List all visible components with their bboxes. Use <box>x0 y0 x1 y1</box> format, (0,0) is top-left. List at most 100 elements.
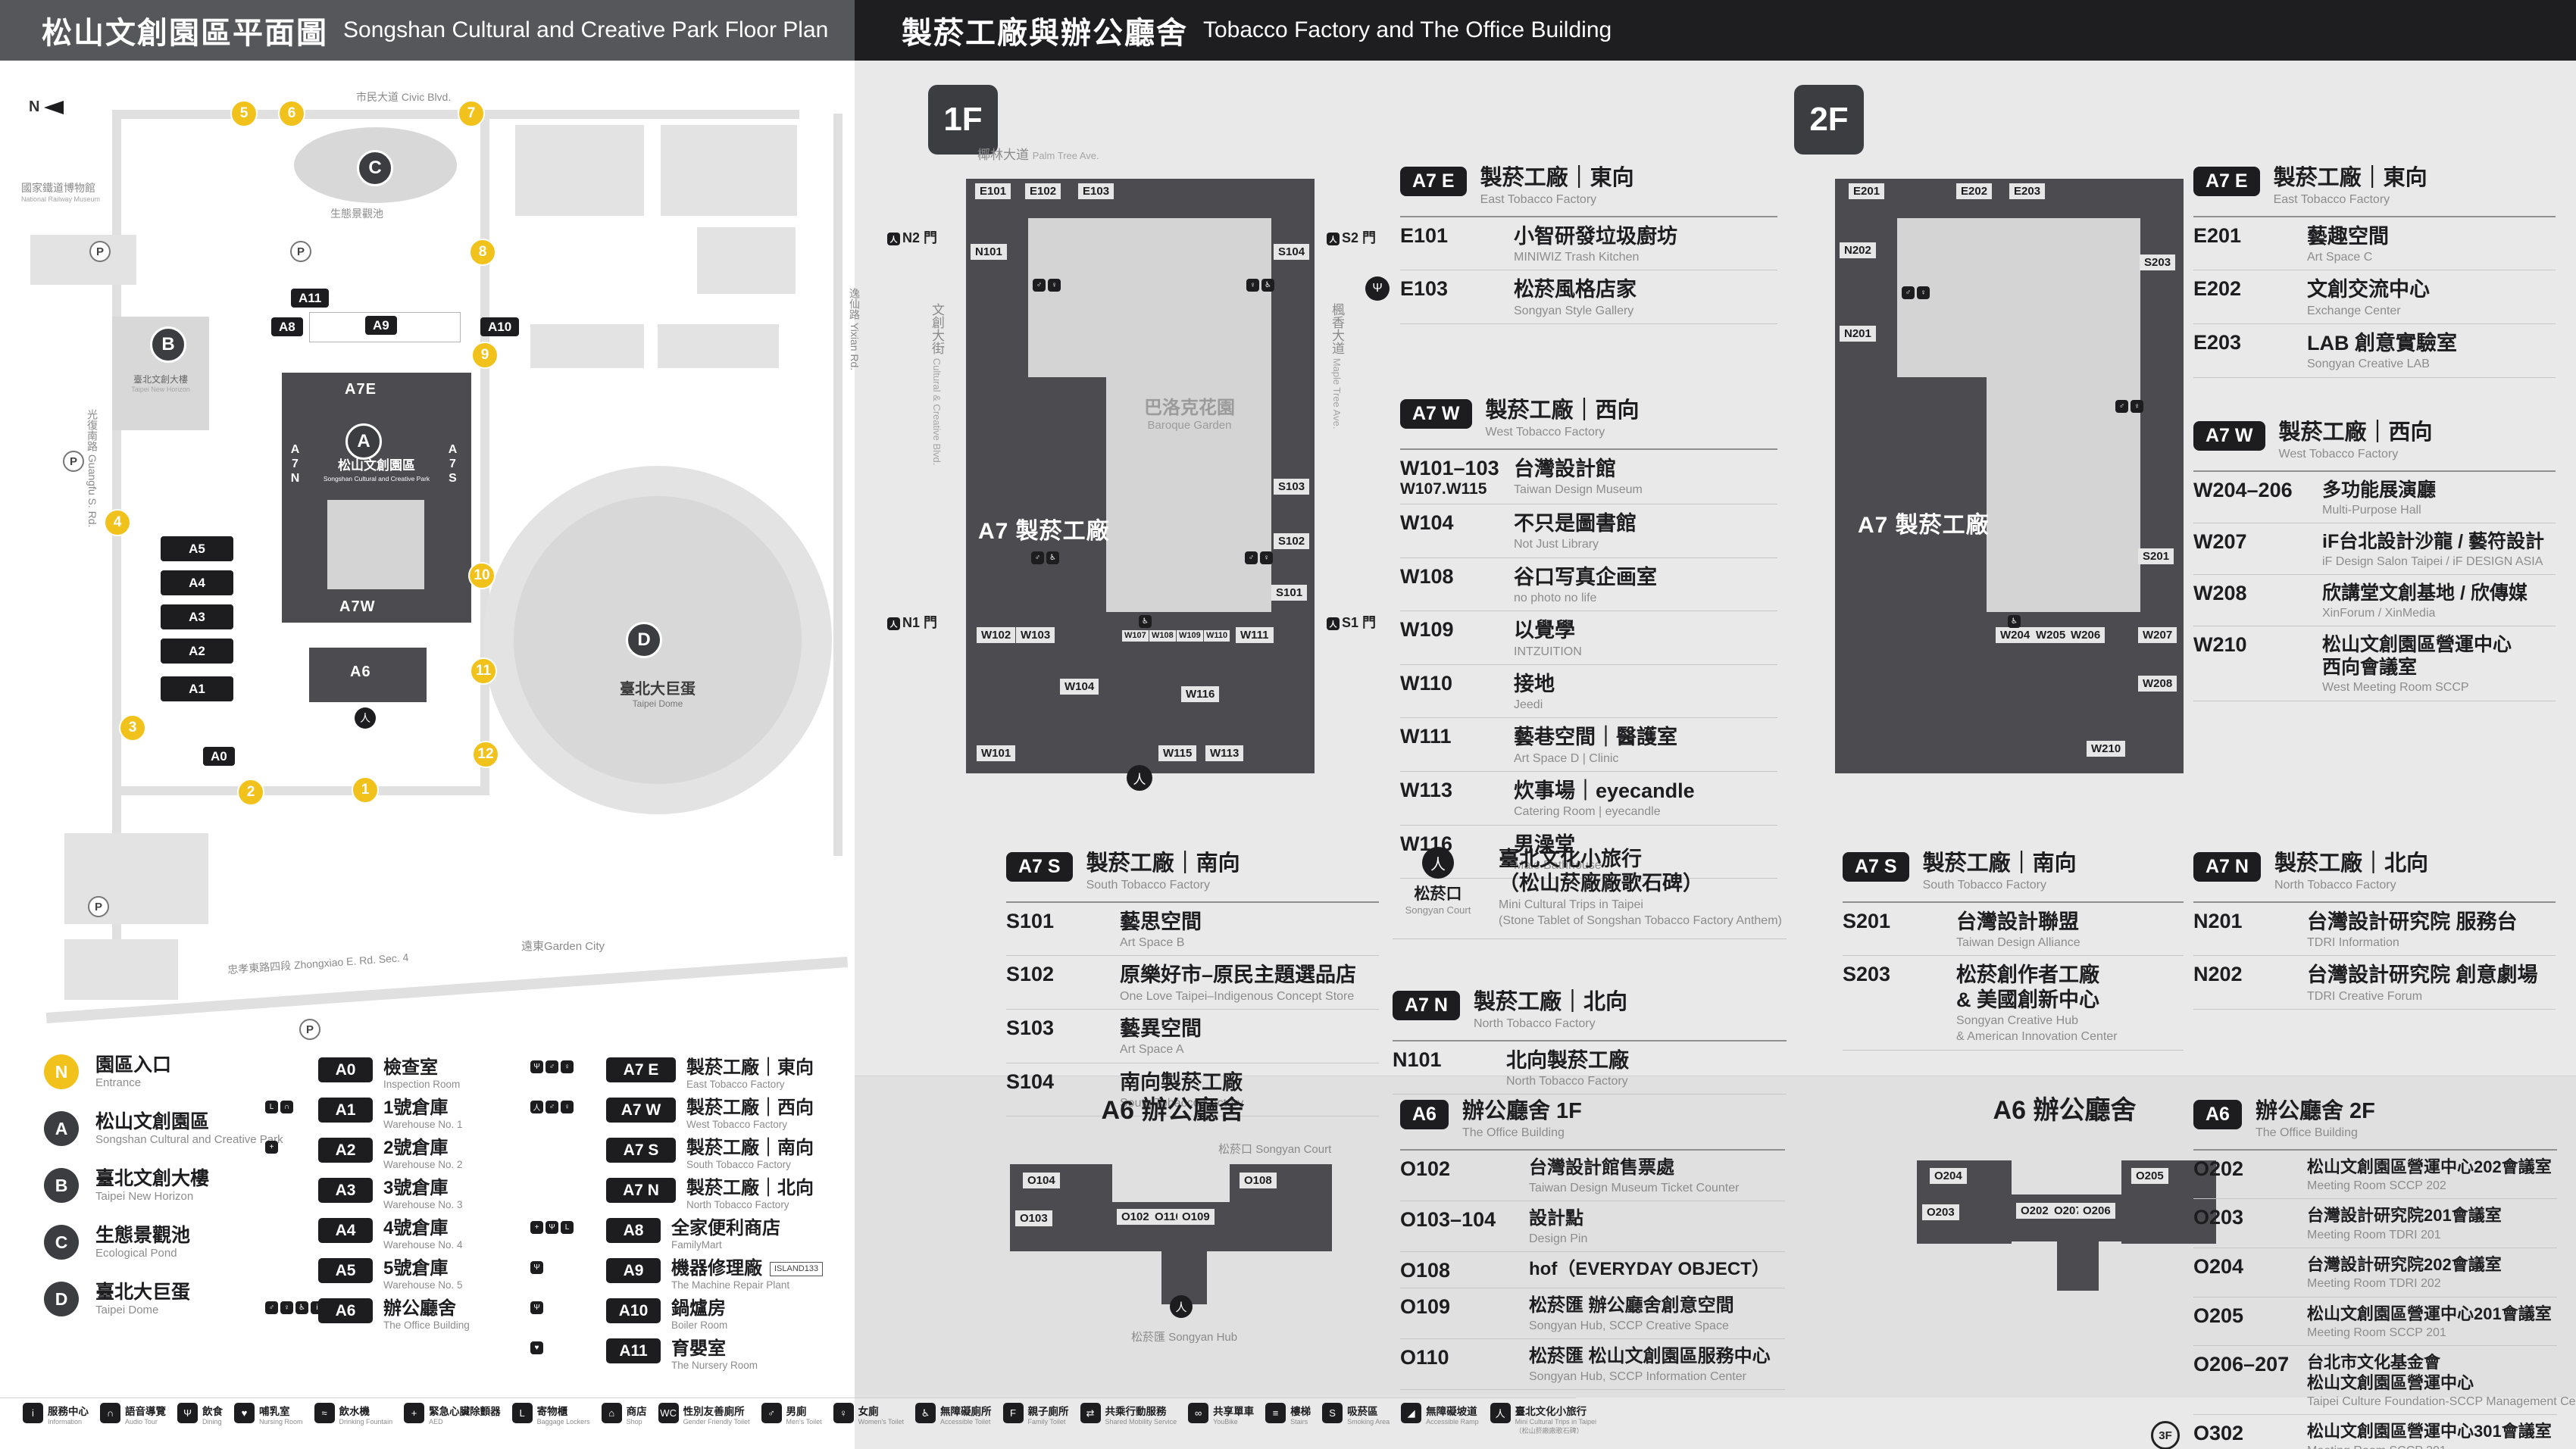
entrance-marker-9: 9 <box>471 342 499 369</box>
room-name-en: Design Pin <box>1529 1232 1588 1245</box>
dining-icon: Ψ <box>1365 276 1390 301</box>
entrance-marker-5: 5 <box>230 100 258 127</box>
map-block-a3: A3 <box>161 604 233 629</box>
legend-zh: 3號倉庫 <box>383 1178 449 1198</box>
family-toilet-icon: F <box>1002 1403 1024 1423</box>
plan-room-s102: S102 <box>1274 533 1310 549</box>
sccp-map-zh: 松山文創園區 <box>338 458 415 473</box>
section-badge-a7s: A7 S <box>1843 852 1909 882</box>
section-badge-a7n: A7 N <box>2193 852 2261 882</box>
plan-room-s201: S201 <box>2138 548 2174 564</box>
facility-icons: ♂♀ <box>1245 551 1273 564</box>
legend-zh: 製菸工廠｜南向 <box>686 1138 814 1158</box>
section-badge-a6: A6 <box>2193 1100 2242 1129</box>
facility-icons: ♂♀ <box>2115 400 2143 413</box>
room-name-zh: 台灣設計研究院 服務台 <box>2307 910 2518 933</box>
facility-en: Accessible Toilet <box>940 1418 991 1426</box>
songyan-hub-map-label: 松菸匯 Songyan Hub <box>1131 1329 1237 1344</box>
room-name-zh: 松山文創園區營運中心301會議室 <box>2307 1422 2552 1441</box>
room-name-en: INTZUITION <box>1514 645 1582 658</box>
room-name-en: One Love Taipei–Indigenous Concept Store <box>1120 989 1355 1003</box>
section-divider <box>1400 448 1777 450</box>
new-horizon-zh: 臺北文創大樓 <box>133 374 188 385</box>
songyan-court-text: 臺北文化小旅行 （松山菸廠廠歌石碑） Mini Cultural Trips i… <box>1499 847 1782 928</box>
railway-museum-en: National Railway Museum <box>21 195 101 203</box>
plan-room-s101: S101 <box>1271 585 1308 601</box>
city-block <box>515 125 644 216</box>
room-code: O302 <box>2193 1422 2244 1445</box>
entrance-marker-2: 2 <box>237 779 264 806</box>
gender-friendly-toilet-icon: WC <box>658 1403 679 1423</box>
dome-label: 臺北大巨蛋 Taipei Dome <box>582 676 733 709</box>
legend-badge-a9: A9 <box>606 1258 661 1283</box>
room-name-zh: 多功能展演廳 <box>2322 479 2437 501</box>
facility-en: Drinking Fountain <box>339 1418 393 1426</box>
songyan-court-icon-group: 人 松菸口 Songyan Court <box>1393 847 1483 928</box>
plan-room-n201: N201 <box>1840 326 1876 342</box>
section-badge-a7w: A7 W <box>2193 421 2265 451</box>
legend-badge-a10: A10 <box>606 1298 661 1323</box>
room-name-en: iF Design Salon Taipei / iF DESIGN ASIA <box>2322 555 2543 569</box>
mens-toilet-icon: ♂ <box>1902 286 1915 299</box>
legend-zh: 4號倉庫 <box>383 1218 449 1238</box>
section-title-zh: 製菸工廠｜南向 <box>1922 851 2077 876</box>
facility-zh: 臺北文化小旅行 <box>1515 1406 1587 1417</box>
parking-marker: P <box>299 1019 320 1040</box>
room-name-zh: 藝巷空間｜醫護室 <box>1514 726 1677 749</box>
room-code: W210 <box>2193 633 2247 657</box>
street-label-civic-blvd: 市民大道 Civic Blvd. <box>356 91 452 103</box>
map-block-a6: A6 <box>350 664 371 680</box>
legend-en: Ecological Pond <box>95 1246 177 1260</box>
facility-zh: 語音導覽 <box>125 1406 166 1417</box>
legend-badge-a4: A4 <box>318 1218 373 1243</box>
railway-museum-zh: 國家鐵道博物館 <box>21 182 95 194</box>
room-code: N202 <box>2193 963 2243 986</box>
street-palm-tree-ave: 椰林大道 Palm Tree Ave. <box>977 144 1099 163</box>
room-name-zh: 台灣設計館售票處 <box>1529 1157 1674 1178</box>
legend-badge-a11: A11 <box>606 1338 661 1363</box>
facility-en: Women's Toilet <box>858 1418 905 1426</box>
facility-zh: 共享單車 <box>1213 1406 1255 1417</box>
street-cultural-creative-blvd: 文創大街 Cultural & Creative Blvd. <box>927 303 946 465</box>
new-horizon-en: Taipei New Horizon <box>131 386 190 393</box>
legend-badge-a6: A6 <box>318 1298 373 1323</box>
section-badge-a6: A6 <box>1400 1100 1449 1129</box>
hub-en: Songyan Hub <box>1168 1331 1238 1344</box>
